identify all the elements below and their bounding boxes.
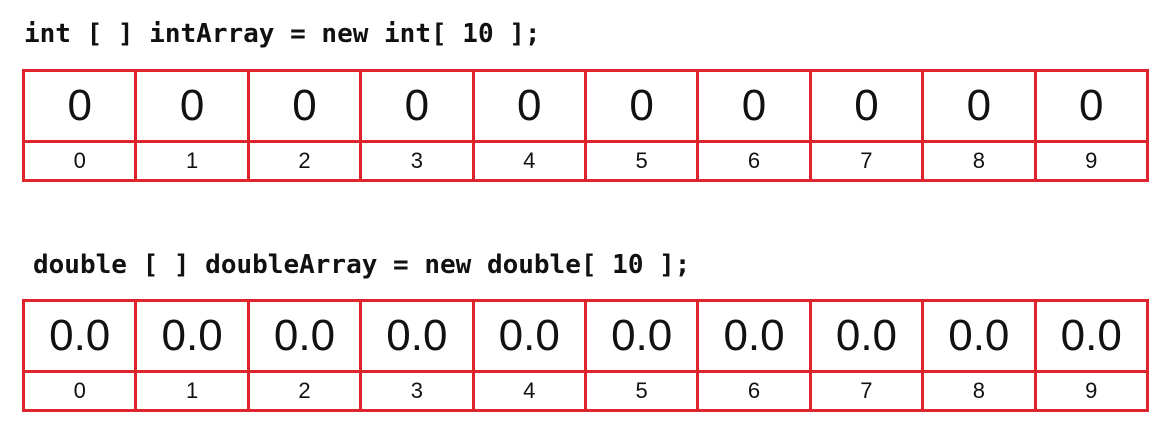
int-array-index-cell: 6 xyxy=(696,140,812,182)
int-array-indices-row: 0 1 2 3 4 5 6 7 8 9 xyxy=(21,140,1150,182)
double-array-value-cell: 0.0 xyxy=(21,299,138,373)
double-array-values-row: 0.0 0.0 0.0 0.0 0.0 0.0 0.0 0.0 0.0 0.0 xyxy=(21,299,1150,373)
int-array-index-cell: 9 xyxy=(1033,140,1150,182)
double-array-value-cell: 0.0 xyxy=(808,299,925,373)
int-array-index-cell: 0 xyxy=(21,140,138,182)
double-array-index-cell: 6 xyxy=(696,370,812,412)
double-array-value-cell: 0.0 xyxy=(246,299,363,373)
double-array-index-cell: 0 xyxy=(21,370,138,412)
double-array-index-cell: 4 xyxy=(471,370,587,412)
int-array-value-cell: 0 xyxy=(921,69,1037,143)
int-array-declaration: int [ ] intArray = new int[ 10 ]; xyxy=(24,19,541,49)
double-array-indices-row: 0 1 2 3 4 5 6 7 8 9 xyxy=(21,370,1150,412)
double-array-index-cell: 1 xyxy=(134,370,250,412)
double-array-value-cell: 0.0 xyxy=(471,299,587,373)
int-array-value-cell: 0 xyxy=(134,69,250,143)
int-array-values-row: 0 0 0 0 0 0 0 0 0 0 xyxy=(21,69,1150,143)
double-array-table: 0.0 0.0 0.0 0.0 0.0 0.0 0.0 0.0 0.0 0.0 … xyxy=(21,299,1150,412)
double-array-index-cell: 3 xyxy=(359,370,475,412)
int-array-index-cell: 3 xyxy=(359,140,475,182)
double-array-value-cell: 0.0 xyxy=(134,299,250,373)
int-array-index-cell: 4 xyxy=(471,140,587,182)
double-array-value-cell: 0.0 xyxy=(1033,299,1150,373)
int-array-value-cell: 0 xyxy=(359,69,475,143)
double-array-declaration: double [ ] doubleArray = new double[ 10 … xyxy=(33,250,691,280)
int-array-value-cell: 0 xyxy=(246,69,363,143)
int-array-value-cell: 0 xyxy=(583,69,700,143)
int-array-index-cell: 8 xyxy=(921,140,1037,182)
int-array-table: 0 0 0 0 0 0 0 0 0 0 0 1 2 3 4 5 6 7 8 9 xyxy=(21,69,1150,182)
double-array-index-cell: 7 xyxy=(808,370,925,412)
int-array-value-cell: 0 xyxy=(1033,69,1150,143)
double-array-value-cell: 0.0 xyxy=(696,299,812,373)
double-array-index-cell: 9 xyxy=(1033,370,1150,412)
int-array-value-cell: 0 xyxy=(808,69,925,143)
int-array-value-cell: 0 xyxy=(471,69,587,143)
int-array-value-cell: 0 xyxy=(696,69,812,143)
double-array-value-cell: 0.0 xyxy=(583,299,700,373)
int-array-index-cell: 1 xyxy=(134,140,250,182)
double-array-value-cell: 0.0 xyxy=(921,299,1037,373)
int-array-index-cell: 2 xyxy=(246,140,363,182)
int-array-index-cell: 5 xyxy=(583,140,700,182)
double-array-index-cell: 5 xyxy=(583,370,700,412)
int-array-value-cell: 0 xyxy=(21,69,138,143)
double-array-index-cell: 2 xyxy=(246,370,363,412)
double-array-index-cell: 8 xyxy=(921,370,1037,412)
double-array-value-cell: 0.0 xyxy=(359,299,475,373)
int-array-index-cell: 7 xyxy=(808,140,925,182)
